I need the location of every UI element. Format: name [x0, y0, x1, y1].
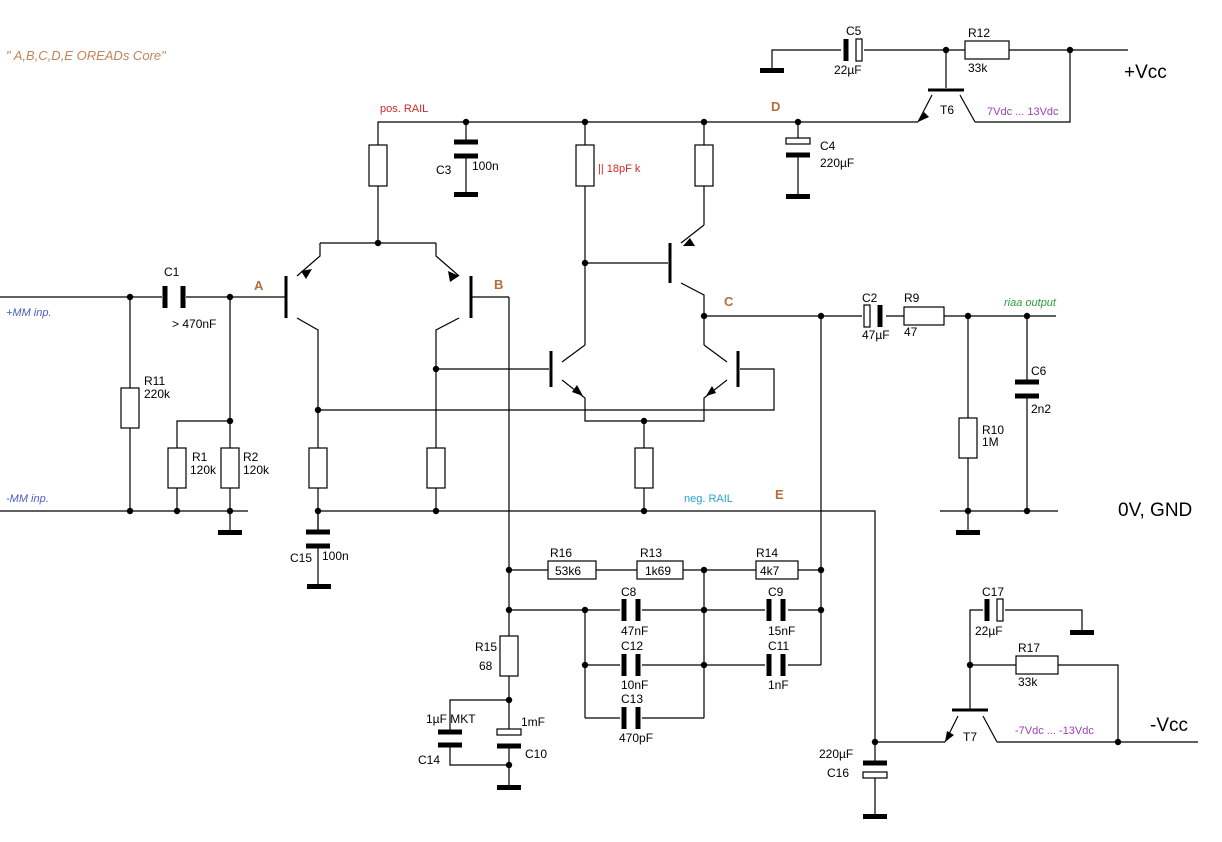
r17-ref: R17 [1018, 641, 1040, 655]
r14-body [755, 560, 799, 580]
c12-ref: C12 [621, 639, 643, 653]
parallel-cap-note: || 18pF k [598, 163, 641, 175]
junction-dots [126, 46, 1122, 769]
c15-ref: C15 [290, 551, 312, 565]
r12-value: 33k [968, 61, 988, 75]
r1-ref: R1 [192, 450, 208, 464]
ground-symbols [218, 68, 1094, 819]
c17-value: 22µF [975, 624, 1003, 638]
vcc-pos-label: +Vcc [1124, 62, 1167, 83]
c13-value: 470pF [619, 731, 653, 745]
node-d-label: D [771, 99, 780, 114]
r-q1-collector-body [308, 447, 328, 489]
c16-ref: C16 [827, 766, 849, 780]
c1-ref: C1 [164, 265, 180, 279]
r10-ref: R10 [982, 423, 1004, 437]
diagram-title: " A,B,C,D,E OREADs Core" [6, 48, 167, 63]
r11-ref: R11 [144, 374, 165, 388]
r2-ref: R2 [243, 450, 259, 464]
c4-ref: C4 [820, 139, 836, 153]
r11-body [120, 387, 140, 429]
input-pos-label: +MM inp. [6, 307, 52, 319]
node-a-label: A [254, 278, 264, 293]
node-c-label: C [724, 294, 734, 309]
node-b-label: B [494, 277, 503, 292]
r15-value: 68 [479, 659, 493, 673]
r9-body [903, 306, 945, 326]
neg-rail-label: neg. RAIL [684, 493, 733, 505]
r-tail-body [634, 447, 654, 489]
r17-value: 33k [1018, 675, 1038, 689]
c10-value: 1mF [521, 715, 545, 729]
r-top-diff-body [368, 144, 388, 187]
c3-ref: C3 [436, 163, 452, 177]
capacitors [162, 38, 1039, 779]
c9-value: 15nF [768, 624, 795, 638]
c17-ref: C17 [982, 585, 1004, 599]
t6-ref: T6 [940, 103, 954, 117]
c3-value: 100n [472, 159, 499, 173]
c10-ref: C10 [525, 747, 547, 761]
neg-voltage-range: -7Vdc ... -13Vdc [1015, 725, 1094, 737]
component-labels: C1 > 470nF R11 220k R1 120k R2 120k C3 1… [144, 24, 1051, 780]
node-e-label: E [775, 487, 784, 502]
r-center-rail-body [575, 144, 595, 187]
c9-ref: C9 [768, 585, 784, 599]
c5-value: 22µF [834, 63, 862, 77]
riaa-output-label: riaa output [1004, 297, 1057, 309]
r13-ref: R13 [640, 546, 662, 560]
r14-value: 4k7 [760, 564, 780, 578]
c8-ref: C8 [621, 585, 637, 599]
r1-body [167, 447, 187, 489]
r10-value: 1M [982, 435, 999, 449]
r10-body [958, 417, 978, 459]
r-right-rail-body [694, 144, 714, 187]
c6-value: 2n2 [1031, 402, 1051, 416]
c13-ref: C13 [621, 692, 643, 706]
c14-ref: C14 [418, 753, 440, 767]
c8-value: 47nF [621, 624, 648, 638]
pos-rail-label: pos. RAIL [380, 103, 428, 115]
c6-ref: C6 [1031, 364, 1047, 378]
r15-body [499, 635, 519, 677]
c12-value: 10nF [621, 678, 648, 692]
pos-voltage-range: 7Vdc ... 13Vdc [987, 106, 1059, 118]
resistors [120, 40, 1059, 677]
c15-value: 100n [322, 549, 349, 563]
r9-value: 47 [904, 325, 918, 339]
r17-body [1015, 655, 1059, 675]
r1-value: 120k [190, 463, 217, 477]
r16-ref: R16 [550, 546, 572, 560]
c16-value: 220µF [819, 747, 853, 761]
r16-value: 53k6 [555, 564, 581, 578]
transistors [284, 88, 988, 742]
r2-body [220, 447, 240, 489]
r11-value: 220k [144, 387, 171, 401]
c11-value: 1nF [768, 678, 789, 692]
r13-body [636, 560, 684, 580]
input-neg-label: -MM inp. [6, 493, 49, 505]
c4-value: 220µF [820, 156, 854, 170]
gnd-label: 0V, GND [1118, 500, 1192, 521]
r14-ref: R14 [756, 546, 778, 560]
r15-ref: R15 [475, 640, 497, 654]
r9-ref: R9 [904, 291, 920, 305]
r2-value: 120k [243, 463, 270, 477]
c1-value: > 470nF [172, 317, 216, 331]
c14-value: 1µF MKT [426, 712, 476, 726]
r13-value: 1k69 [645, 564, 671, 578]
c2-ref: C2 [862, 291, 878, 305]
r-q2-collector-body [426, 447, 446, 489]
r12-ref: R12 [968, 26, 990, 40]
c5-ref: C5 [846, 24, 862, 38]
t7-ref: T7 [963, 730, 977, 744]
vcc-neg-label: -Vcc [1150, 715, 1188, 736]
r12-body [964, 40, 1010, 60]
r16-body [547, 560, 597, 580]
c11-ref: C11 [768, 639, 789, 653]
c2-value: 47µF [862, 328, 890, 342]
